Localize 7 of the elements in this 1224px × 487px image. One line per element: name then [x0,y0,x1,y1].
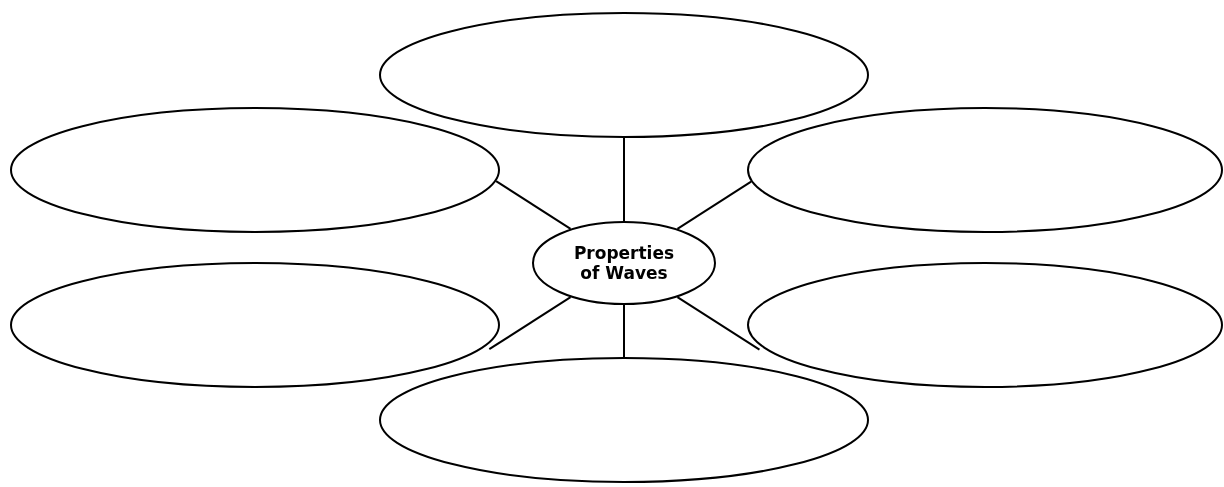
connector-line [676,296,761,351]
topic-label: Properties of Waves [572,242,676,284]
connector-line [488,296,572,351]
connector-line [623,137,625,222]
connector-line [495,180,572,230]
connector-line [676,180,753,230]
connector-line [623,304,625,358]
